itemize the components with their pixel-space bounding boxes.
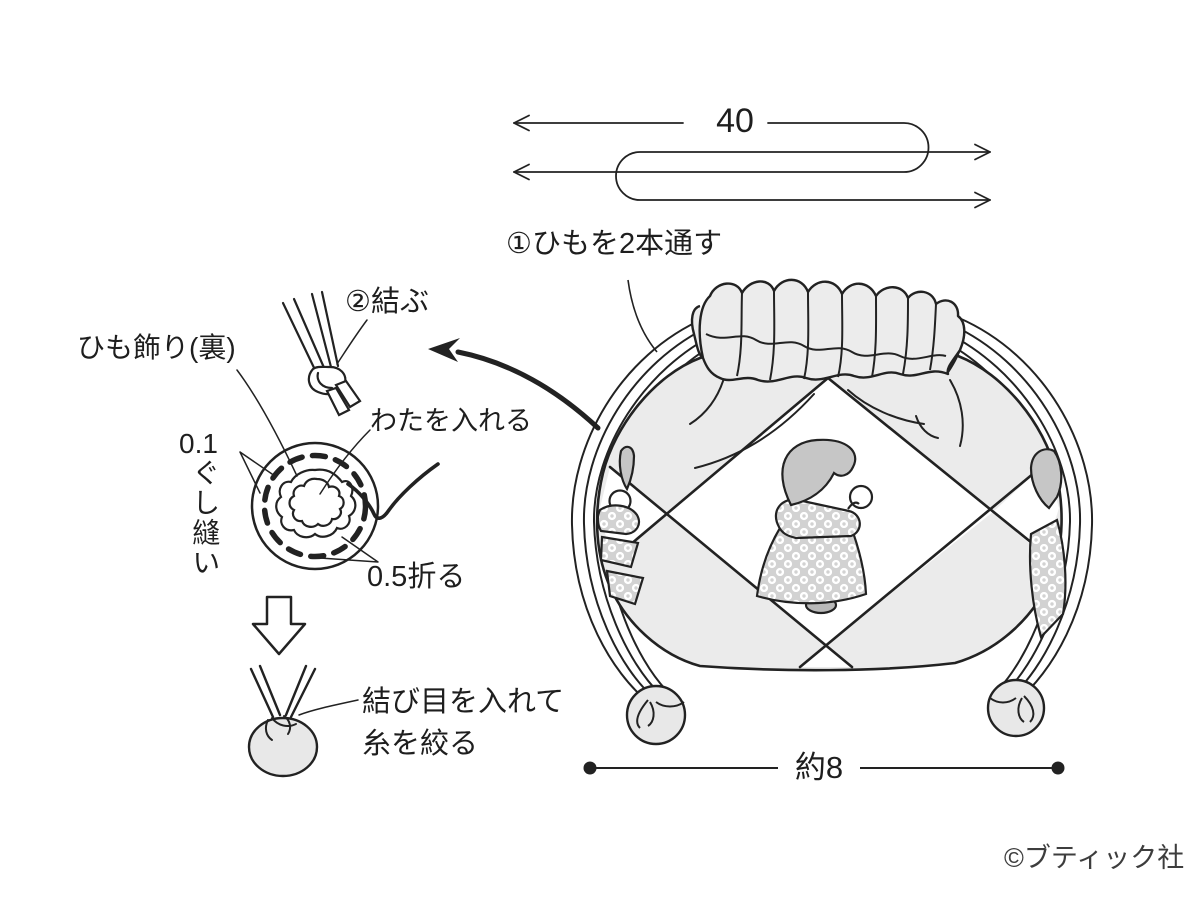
tie-note-label: 結び目を入れて 糸を絞る [362,681,564,765]
gathering-thread [346,462,440,520]
step2-label: ②結ぶ [345,286,429,318]
stitch-value-label: 0.1 [179,428,218,459]
gathered-pouch [247,664,359,778]
bag-ruffle [690,278,966,383]
tie-note-line1: 結び目を入れて [362,686,565,718]
curved-arrow [428,338,601,431]
cord-end-balls [625,678,1046,746]
stuffing-label: わたを入れる [370,406,532,436]
fold-label: 0.5折る [367,561,466,593]
cord-threading-diagram [513,114,991,209]
running-stitch-label: ぐし縫い [189,458,221,578]
ornament-detail [236,369,440,571]
down-arrow [251,595,307,656]
bottom-dimension [583,761,1065,775]
gather-wrinkles [689,377,964,469]
quilt-seams [608,376,1050,669]
step1-label: ①ひもを2本通す [506,228,723,260]
knot-sketch [281,290,368,417]
copyright-credit: ©ブティック社 [1004,843,1185,873]
applique-sue-left [596,445,645,606]
applique-sue-center [755,438,874,615]
cord-length-dimension-label: 40 [716,102,754,140]
bag-width-dimension-label: 約8 [794,750,844,785]
cord-ornament-label: ひも飾り(裏) [77,332,236,363]
step1-leader-line [627,279,658,353]
tie-note-line2: 糸を絞る [362,728,479,761]
applique-sue-right [1028,448,1067,640]
drawstring-bag [570,278,1094,746]
